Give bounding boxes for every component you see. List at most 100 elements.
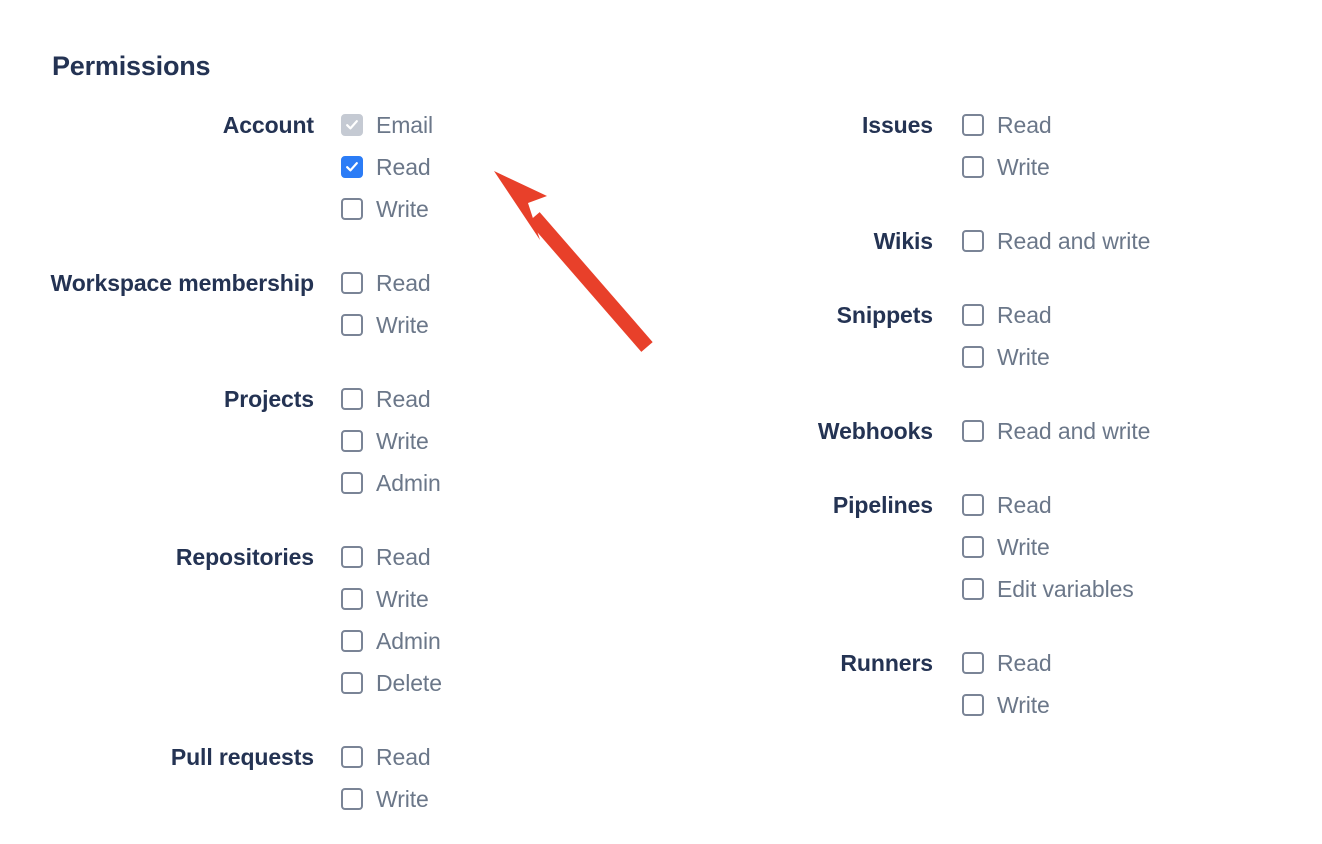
option-label-pipelines-edit-variables: Edit variables [997, 576, 1134, 602]
option-row-pipelines-write[interactable]: Write [962, 526, 1320, 568]
pull-requests-write-checkbox[interactable] [341, 788, 363, 810]
snippets-read-checkbox[interactable] [962, 304, 984, 326]
option-label-runners-write: Write [997, 692, 1050, 718]
option-label-account-email: Email [376, 112, 434, 138]
option-list: Read and write [962, 410, 1320, 452]
group-label-pipelines: Pipelines [832, 492, 933, 518]
option-label-wikis-read-and-write: Read and write [997, 228, 1151, 254]
group-label-workspace-membership: Workspace membership [50, 270, 315, 296]
option-row-workspace-membership-read[interactable]: Read [341, 262, 660, 304]
projects-read-checkbox[interactable] [341, 388, 363, 410]
option-row-repositories-write[interactable]: Write [341, 578, 660, 620]
option-label-pipelines-read: Read [997, 492, 1052, 518]
webhooks-read-and-write-checkbox[interactable] [962, 420, 984, 442]
option-label-workspace-membership-write: Write [376, 312, 429, 338]
option-row-snippets-read[interactable]: Read [962, 294, 1320, 336]
page-title: Permissions [52, 51, 211, 81]
option-row-repositories-admin[interactable]: Admin [341, 620, 660, 662]
option-label-projects-read: Read [376, 386, 431, 412]
option-label-repositories-write: Write [376, 586, 429, 612]
repositories-delete-checkbox[interactable] [341, 672, 363, 694]
pull-requests-read-checkbox[interactable] [341, 746, 363, 768]
group-label-projects: Projects [224, 386, 314, 412]
runners-read-checkbox[interactable] [962, 652, 984, 674]
option-row-account-read[interactable]: Read [341, 146, 660, 188]
option-list: Read and write [962, 220, 1320, 262]
pipelines-write-checkbox[interactable] [962, 536, 984, 558]
projects-write-checkbox[interactable] [341, 430, 363, 452]
option-row-pull-requests-read[interactable]: Read [341, 736, 660, 778]
pipelines-edit-variables-checkbox[interactable] [962, 578, 984, 600]
runners-write-checkbox[interactable] [962, 694, 984, 716]
option-row-runners-read[interactable]: Read [962, 642, 1320, 684]
option-label-projects-write: Write [376, 428, 429, 454]
option-row-wikis-read-and-write[interactable]: Read and write [962, 220, 1320, 262]
option-label-issues-write: Write [997, 154, 1050, 180]
option-label-snippets-write: Write [997, 344, 1050, 370]
option-row-repositories-delete[interactable]: Delete [341, 662, 660, 704]
option-label-pipelines-write: Write [997, 534, 1050, 560]
option-row-projects-read[interactable]: Read [341, 378, 660, 420]
issues-write-checkbox[interactable] [962, 156, 984, 178]
option-row-pipelines-edit-variables[interactable]: Edit variables [962, 568, 1320, 610]
account-write-checkbox[interactable] [341, 198, 363, 220]
workspace-membership-write-checkbox[interactable] [341, 314, 363, 336]
account-read-checkbox[interactable] [341, 156, 363, 178]
snippets-write-checkbox[interactable] [962, 346, 984, 368]
option-row-account-write[interactable]: Write [341, 188, 660, 230]
option-label-projects-admin: Admin [376, 470, 441, 496]
option-label-issues-read: Read [997, 112, 1052, 138]
permission-group-webhooks: Webhooks Read and write [660, 410, 1320, 452]
pipelines-read-checkbox[interactable] [962, 494, 984, 516]
option-label-runners-read: Read [997, 650, 1052, 676]
group-label-snippets: Snippets [836, 302, 933, 328]
repositories-admin-checkbox[interactable] [341, 630, 363, 652]
group-label-webhooks: Webhooks [817, 418, 933, 444]
group-label-repositories: Repositories [175, 544, 314, 570]
option-row-projects-admin[interactable]: Admin [341, 462, 660, 504]
group-label-runners: Runners [840, 650, 933, 676]
option-label-webhooks-read-and-write: Read and write [997, 418, 1151, 444]
projects-admin-checkbox[interactable] [341, 472, 363, 494]
option-row-workspace-membership-write[interactable]: Write [341, 304, 660, 346]
option-row-repositories-read[interactable]: Read [341, 536, 660, 578]
option-row-webhooks-read-and-write[interactable]: Read and write [962, 410, 1320, 452]
repositories-read-checkbox[interactable] [341, 546, 363, 568]
wikis-read-and-write-checkbox[interactable] [962, 230, 984, 252]
permission-group-wikis: Wikis Read and write [660, 220, 1320, 262]
option-label-pull-requests-write: Write [376, 786, 429, 812]
checkmark-icon [346, 120, 358, 130]
option-row-issues-read[interactable]: Read [962, 104, 1320, 146]
option-label-repositories-read: Read [376, 544, 431, 570]
option-row-pull-requests-write[interactable]: Write [341, 778, 660, 820]
option-row-account-email[interactable]: Email [341, 104, 660, 146]
option-label-repositories-delete: Delete [376, 670, 442, 696]
option-label-repositories-admin: Admin [376, 628, 441, 654]
option-row-projects-write[interactable]: Write [341, 420, 660, 462]
issues-read-checkbox[interactable] [962, 114, 984, 136]
option-row-snippets-write[interactable]: Write [962, 336, 1320, 378]
option-row-issues-write[interactable]: Write [962, 146, 1320, 188]
workspace-membership-read-checkbox[interactable] [341, 272, 363, 294]
option-row-runners-write[interactable]: Write [962, 684, 1320, 726]
repositories-write-checkbox[interactable] [341, 588, 363, 610]
option-row-pipelines-read[interactable]: Read [962, 484, 1320, 526]
checkmark-icon [346, 162, 358, 172]
group-label-wikis: Wikis [873, 228, 933, 254]
